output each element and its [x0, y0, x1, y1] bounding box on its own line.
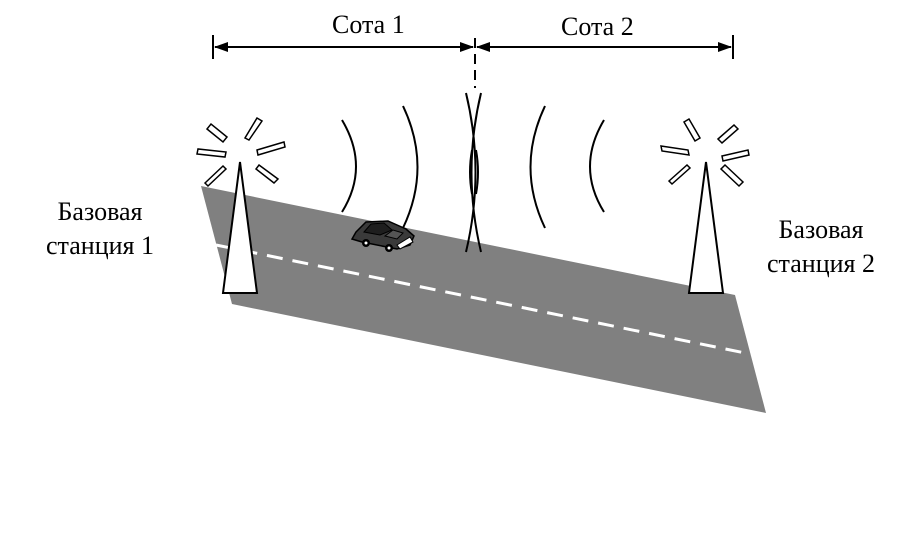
- wave-station-2-inner: [589, 119, 605, 213]
- overlap-center-right: [475, 149, 479, 195]
- base-station-2-tower-icon: [660, 117, 750, 294]
- base-station-1-label: Базовая станция 1: [36, 195, 164, 263]
- base-station-1-label-line1: Базовая: [57, 197, 143, 226]
- overlap-arc-right: [470, 92, 482, 253]
- overlap-arc-left: [465, 92, 477, 253]
- base-station-1-label-line2: станция 1: [46, 231, 154, 260]
- base-station-2-label: Базовая станция 2: [757, 213, 885, 281]
- wave-station-1-outer: [402, 105, 419, 229]
- lane-marking: [215, 243, 751, 356]
- base-station-2-label-line1: Базовая: [778, 215, 864, 244]
- overlap-center-left: [469, 149, 473, 195]
- cell-1-label: Сота 1: [332, 10, 405, 39]
- cell-2-label: Сота 2: [561, 12, 634, 41]
- car-icon: [350, 220, 415, 252]
- wave-station-2-outer: [529, 105, 546, 229]
- wave-station-1-inner: [341, 119, 357, 213]
- base-station-1-tower-icon: [196, 116, 286, 294]
- base-station-2-label-line2: станция 2: [767, 249, 875, 278]
